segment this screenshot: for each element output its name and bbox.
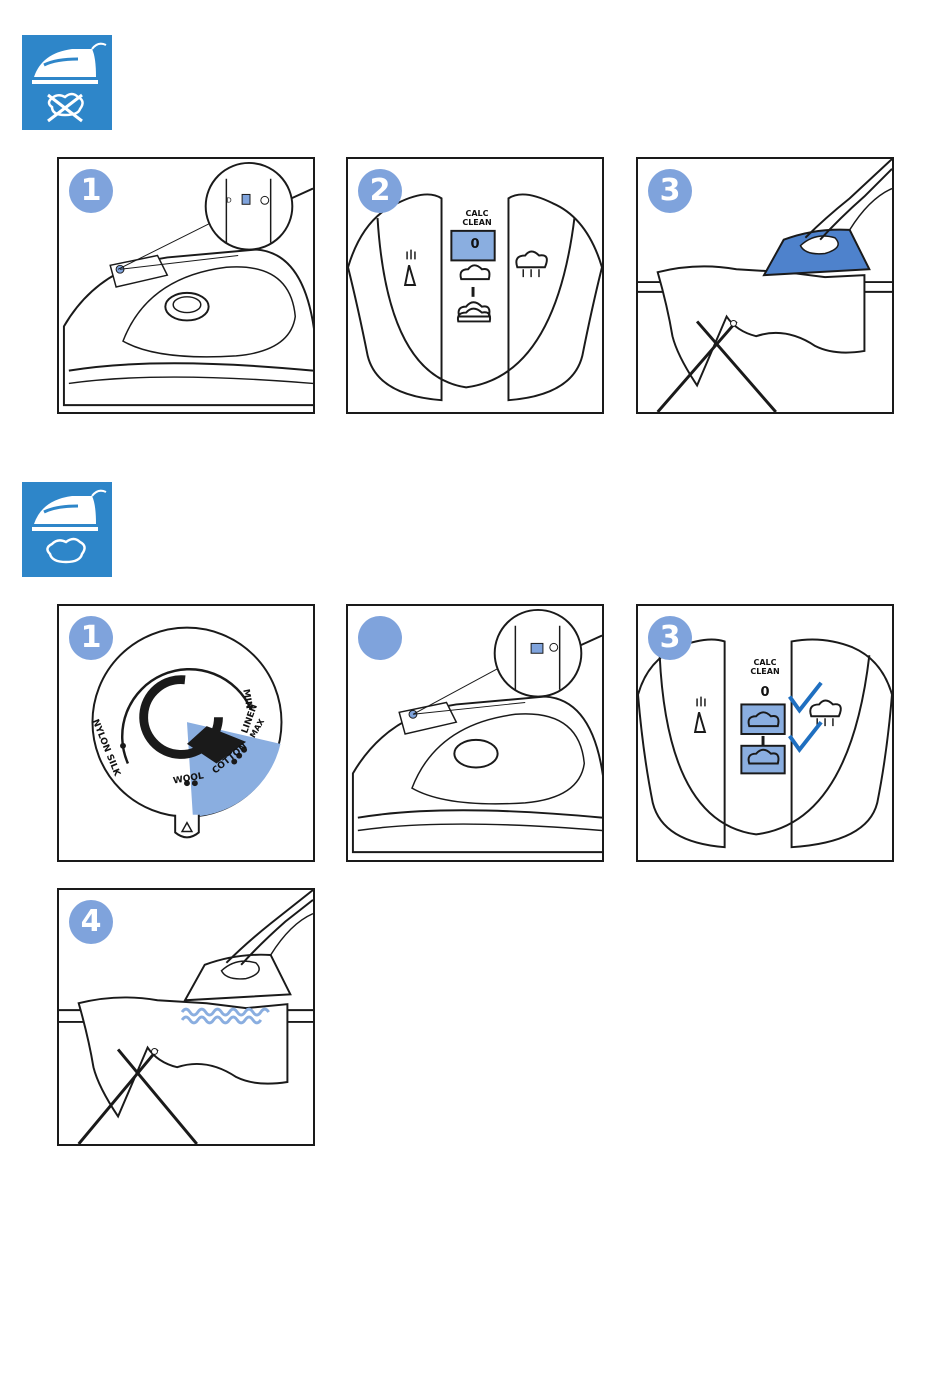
step-panel-2-2 [346, 604, 604, 862]
setting-value: 0 [453, 237, 497, 252]
step-badge: 3 [648, 169, 692, 213]
step-panel-2-4: 4 [57, 888, 315, 1146]
step-badge: 2 [358, 169, 402, 213]
step-badge: 1 [69, 616, 113, 660]
step-badge: 3 [648, 616, 692, 660]
step-panel-1-1: D 1 [57, 157, 315, 414]
step-panel-1-3: 3 [636, 157, 894, 414]
iron-no-steam-icon [22, 35, 112, 130]
step-panel-1-2: 2 CALC CLEAN 0 [346, 157, 604, 414]
step-panel-2-3: 3 CALC CLEAN 0 [636, 604, 894, 862]
step-panel-2-1: 1 NYLON SILK WOOL COTTON LINEN MAX MIN [57, 604, 315, 862]
calc-clean-label: CALC CLEAN [444, 209, 510, 227]
iron-steam-icon [22, 482, 112, 577]
calc-clean-label: CALC CLEAN [732, 658, 798, 676]
step-badge: 1 [69, 169, 113, 213]
step-badge [358, 616, 402, 660]
setting-value: 0 [743, 685, 787, 700]
svg-text:D: D [226, 196, 231, 204]
step-badge: 4 [69, 900, 113, 944]
